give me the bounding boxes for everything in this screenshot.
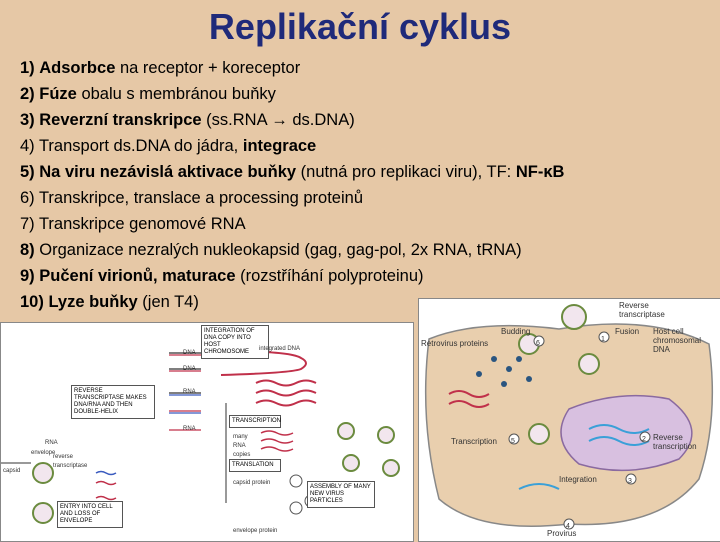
label-dna-1: DNA — [183, 350, 196, 356]
label-reverse-transcriptase: reverse transcriptase — [53, 454, 88, 469]
step-number: 1) — [20, 59, 35, 77]
label-reverse-transcriptase-right: Reverse transcriptase — [619, 301, 665, 319]
step-text: Transkripce genomové RNA — [34, 215, 246, 233]
step-keyword: integrace — [242, 137, 317, 155]
step-keyword: Fúze — [39, 85, 77, 103]
step-number: 7) — [20, 215, 35, 233]
step-detail: (ss.RNA → ds.DNA) — [201, 111, 355, 129]
step-keyword-2: NF-κB — [515, 163, 565, 181]
step-number-3: 3 — [628, 478, 632, 485]
step-number: 9) — [20, 267, 35, 285]
box-integration: INTEGRATION OF DNA COPY INTO HOST CHROMO… — [201, 325, 269, 359]
step-number-5: 5 — [511, 438, 515, 445]
step-number-4: 4 — [566, 523, 570, 530]
step-text: Organizace nezralých nukleokapsid (gag, … — [34, 241, 522, 259]
step-1: 1) Adsorbce na receptor + koreceptor — [20, 55, 710, 81]
label-reverse-transcription: Reverse transcription — [653, 433, 697, 451]
step-9: 9) Pučení virionů, maturace (rozstříhání… — [20, 263, 710, 289]
label-provirus: Provirus — [547, 529, 577, 538]
label-capsid-protein: capsid protein — [233, 480, 271, 486]
step-detail: (jen T4) — [137, 293, 199, 311]
label-integrated-dna: integrated DNA — [259, 346, 301, 352]
step-number-2: 2 — [642, 436, 646, 443]
box-assembly: ASSEMBLY OF MANY NEW VIRUS PARTICLES — [307, 481, 375, 508]
label-rna-2: RNA — [183, 389, 196, 395]
step-number-1: 1 — [601, 336, 605, 343]
label-rna: RNA — [45, 440, 58, 446]
step-number: 4) — [20, 137, 35, 155]
step-5: 5) Na viru nezávislá aktivace buňky (nut… — [20, 159, 710, 185]
step-keyword: Pučení virionů, maturace — [39, 267, 236, 285]
label-fusion: Fusion — [615, 327, 640, 336]
step-2: 2) Fúze obalu s membránou buňky — [20, 81, 710, 107]
step-detail: (rozstříhání polyproteinu) — [235, 267, 424, 285]
step-detail: na receptor + koreceptor — [115, 59, 301, 77]
label-envelope: envelope — [31, 450, 56, 456]
step-6: 6) Transkripce, translace a processing p… — [20, 185, 710, 211]
replication-diagram-right — [424, 304, 714, 530]
step-number-6: 6 — [536, 340, 540, 347]
box-reverse-transcriptase: REVERSE TRANSCRIPTASE MAKES DNA/RNA AND … — [71, 385, 155, 419]
label-integration: Integration — [559, 475, 597, 484]
step-detail: (nutná pro replikaci viru), TF: — [296, 163, 516, 181]
step-detail: obalu s membránou buňky — [76, 85, 276, 103]
step-number: 6) — [20, 189, 35, 207]
step-keyword: Na viru nezávislá aktivace buňky — [39, 163, 297, 181]
step-10: 10) Lyze buňky (jen T4) — [20, 289, 710, 315]
step-keyword: Adsorbce — [39, 59, 116, 77]
step-keyword: Lyze buňky — [48, 293, 138, 311]
replication-figure-left: INTEGRATION OF DNA COPY INTO HOST CHROMO… — [0, 322, 414, 542]
step-number: 3) — [20, 111, 35, 129]
step-keyword: Reverzní transkripce — [39, 111, 202, 129]
label-rna-3: RNA — [183, 426, 196, 432]
box-translation: TRANSLATION — [229, 459, 281, 472]
label-host-chromosomal-dna: Host cell chromosomal DNA — [653, 327, 702, 354]
step-4: 4) Transport ds.DNA do jádra, integrace — [20, 133, 710, 159]
step-text: Transkripce, translace a processing prot… — [34, 189, 364, 207]
step-number: 5) — [20, 163, 35, 181]
replication-diagram-left — [1, 350, 400, 524]
step-number: 2) — [20, 85, 35, 103]
step-7: 7) Transkripce genomové RNA — [20, 211, 710, 237]
label-many-rna: many RNA copies — [233, 434, 251, 458]
step-number: 8) — [20, 241, 35, 259]
step-text: Transport ds.DNA do jádra, — [34, 137, 243, 155]
step-3: 3) Reverzní transkripce (ss.RNA → ds.DNA… — [20, 107, 710, 133]
box-entry: ENTRY INTO CELL AND LOSS OF ENVELOPE — [57, 501, 123, 528]
step-8: 8) Organizace nezralých nukleokapsid (ga… — [20, 237, 710, 263]
slide-title: Replikační cyklus — [208, 6, 512, 47]
replication-figure-right: Reverse transcriptase Budding Retrovirus… — [418, 298, 720, 542]
label-retrovirus-proteins: Retrovirus proteins — [421, 339, 489, 348]
label-dna-2: DNA — [183, 366, 196, 372]
label-envelope-protein: envelope protein — [233, 528, 278, 534]
label-budding: Budding — [501, 327, 531, 336]
box-transcription: TRANSCRIPTION — [229, 415, 281, 428]
step-number: 10) — [20, 293, 44, 311]
label-transcription: Transcription — [451, 437, 497, 446]
label-capsid: capsid — [3, 468, 21, 474]
